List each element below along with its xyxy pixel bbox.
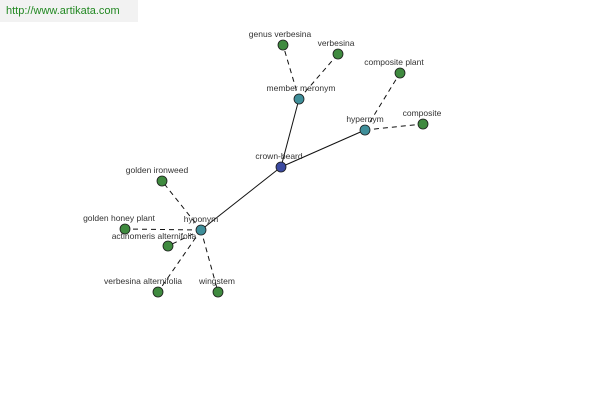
term-label-wingstem[interactable]: wingstem — [198, 276, 235, 286]
edge-hypernym-composite — [364, 123, 424, 131]
term-node-genus-verbesina[interactable] — [277, 39, 289, 51]
source-url-banner[interactable]: http://www.artikata.com — [0, 0, 138, 22]
relation-node-member-meronym[interactable] — [293, 93, 305, 105]
relation-node-hypernym[interactable] — [359, 124, 371, 136]
term-label-verbesina-alternifolia[interactable]: verbesina alternifolia — [104, 276, 182, 286]
term-node-actinomeris-alternifolia[interactable] — [162, 240, 174, 252]
term-label-genus-verbesina[interactable]: genus verbesina — [249, 29, 312, 39]
graph-edges — [124, 44, 424, 293]
term-label-verbesina[interactable]: verbesina — [318, 38, 355, 48]
term-node-verbesina-alternifolia[interactable] — [152, 286, 164, 298]
edge-crown-beard-hyponym — [200, 166, 282, 231]
term-label-composite[interactable]: composite — [403, 108, 442, 118]
term-node-golden-ironweed[interactable] — [156, 175, 168, 187]
term-label-composite-plant[interactable]: composite plant — [364, 57, 424, 67]
edge-hyponym-wingstem — [200, 229, 219, 293]
term-node-verbesina[interactable] — [332, 48, 344, 60]
relation-node-hyponym[interactable] — [195, 224, 207, 236]
edge-member-meronym-genus-verbesina — [282, 44, 300, 100]
edge-member-meronym-verbesina — [298, 53, 339, 100]
edge-crown-beard-member-meronym — [280, 98, 300, 168]
edge-hyponym-golden-ironweed — [161, 180, 202, 231]
center-label-crown-beard[interactable]: crown-beard — [255, 151, 303, 161]
term-node-wingstem[interactable] — [212, 286, 224, 298]
edge-hyponym-actinomeris-alternifolia — [167, 229, 202, 247]
term-label-golden-ironweed[interactable]: golden ironweed — [126, 165, 189, 175]
term-node-composite-plant[interactable] — [394, 67, 406, 79]
graph-labels: crown-beard member meronym genus verbesina… — [83, 29, 442, 286]
edge-hypernym-composite-plant — [364, 72, 401, 131]
term-label-golden-honey-plant[interactable]: golden honey plant — [83, 213, 155, 223]
term-node-composite[interactable] — [417, 118, 429, 130]
relation-label-hypernym[interactable]: hypernym — [346, 114, 383, 124]
edge-crown-beard-hypernym — [280, 129, 366, 168]
relation-label-hyponym[interactable]: hyponym — [184, 214, 219, 224]
term-node-golden-honey-plant[interactable] — [119, 223, 131, 235]
term-label-actinomeris-alternifolia[interactable]: actinomeris alternifolia — [112, 231, 197, 241]
center-node-crown-beard[interactable] — [275, 161, 287, 173]
relation-label-member-meronym[interactable]: member meronym — [267, 83, 336, 93]
edge-hyponym-golden-honey-plant — [124, 228, 202, 231]
edge-hyponym-verbesina-alternifolia — [157, 229, 202, 293]
graph-nodes — [119, 39, 429, 298]
